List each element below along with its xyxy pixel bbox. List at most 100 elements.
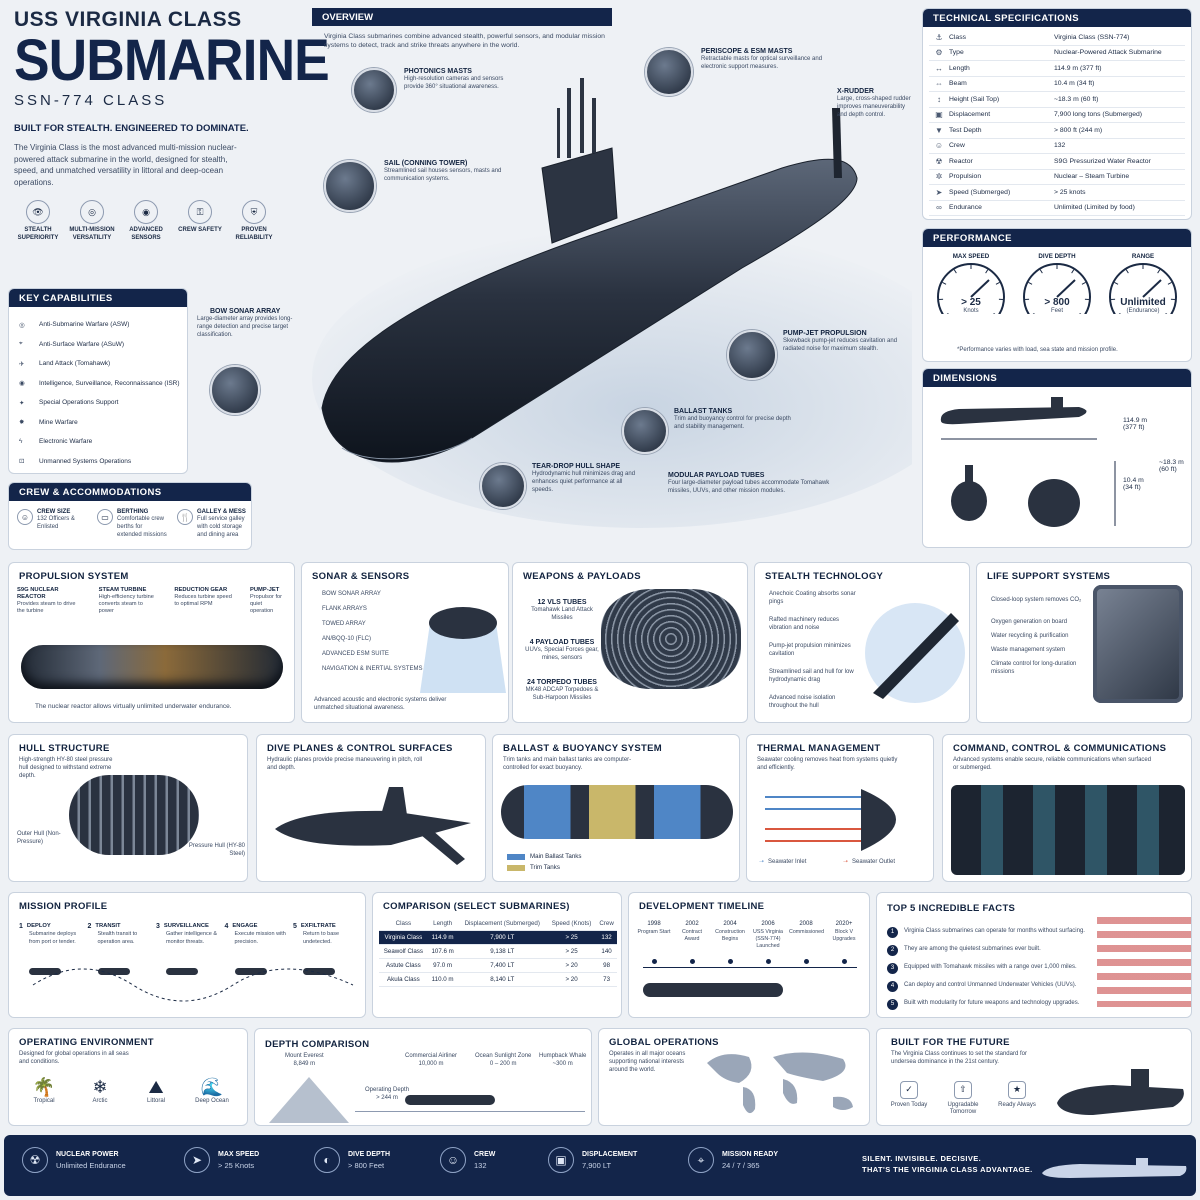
spec-value: S9G Pressurized Water Reactor: [1054, 157, 1151, 165]
tagline: BUILT FOR STEALTH. ENGINEERED TO DOMINAT…: [14, 123, 249, 134]
trim-tank-swatch: [507, 864, 525, 871]
seawater-outlet: ➝Seawater Outlet: [843, 859, 896, 865]
outer-hull-label: Outer Hull (Non-Pressure): [17, 831, 61, 845]
lock-icon: ⚿: [188, 200, 212, 225]
dimensions-panel: DIMENSIONS 114.9 m(377 ft) 10.4 m(34 ft)…: [922, 368, 1192, 548]
ballast-cutaway: [501, 785, 733, 839]
pump-jet-image: [727, 330, 777, 380]
fact-number: 3: [887, 962, 898, 974]
dim-beam: 10.4 m(34 ft): [1123, 477, 1144, 491]
spec-icon: ⚙: [935, 48, 943, 58]
mission-sub: [166, 967, 198, 975]
spec-key: Reactor: [949, 157, 973, 165]
thermal-illustration: [765, 789, 896, 851]
feature-item: ⚿CREW SAFETY: [176, 200, 224, 243]
displacement-icon: ▣: [548, 1147, 574, 1173]
spec-icon: ▼: [935, 125, 943, 135]
tech-specs-title: TECHNICAL SPECIFICATIONS: [923, 9, 1191, 27]
control-room-image: [951, 785, 1185, 875]
timeline-sub: [643, 983, 783, 997]
spec-key: Speed (Submerged): [949, 188, 1011, 196]
spec-key: Displacement: [949, 111, 991, 119]
capability-item: ✸Mine Warfare: [19, 418, 78, 427]
life-support-panel: LIFE SUPPORT SYSTEMS Closed-loop system …: [976, 562, 1192, 723]
hull-cutaway: [69, 775, 199, 855]
hull-text: High-strength HY-80 steel pressure hull …: [19, 757, 113, 779]
global-title: GLOBAL OPERATIONS: [609, 1037, 719, 1048]
feature-item: ◎MULTI-MISSION VERSATILITY: [68, 200, 116, 243]
timeline-title: DEVELOPMENT TIMELINE: [639, 901, 765, 912]
capability-item: ⊡Unmanned Systems Operations: [19, 457, 132, 466]
spec-key: Class: [949, 33, 966, 41]
electronic-warfare-icon: ϟ: [19, 438, 23, 446]
spec-icon: ↔: [935, 63, 943, 73]
virginia-depth: Operating Depth> 244 m: [365, 1087, 410, 1101]
galley-icon: 🍴: [177, 509, 193, 525]
sail-image: [324, 160, 376, 212]
sonar-icon: ◉: [134, 200, 158, 225]
ballast-image: [622, 408, 668, 454]
timeline-axis: [643, 967, 857, 968]
hull-title: HULL STRUCTURE: [19, 743, 110, 754]
spec-icon: ∞: [936, 203, 942, 213]
mission-sub: [234, 967, 267, 975]
fact-number: 1: [887, 926, 898, 938]
timeline-event: 2020+Block V Upgrades: [827, 921, 861, 964]
key-capabilities-title: KEY CAPABILITIES: [9, 289, 187, 307]
palm-icon: 🌴: [32, 1077, 56, 1097]
spec-value: Virginia Class (SSN-774): [1054, 33, 1130, 41]
spec-value: 132: [1054, 142, 1066, 150]
depth-icon: ◐: [314, 1147, 340, 1173]
spec-key: Test Depth: [949, 126, 982, 134]
capability-item: ◎Anti-Submarine Warfare (ASW): [19, 321, 130, 329]
facts-title: TOP 5 INCREDIBLE FACTS: [887, 903, 1016, 914]
seawater-inlet: ➝Seawater Inlet: [759, 859, 807, 865]
mountain-graphic: [269, 1077, 349, 1123]
spec-icon: ✲: [935, 172, 943, 182]
performance-note: *Performance varies with load, sea state…: [957, 347, 1118, 353]
timeline-dot: [651, 958, 657, 964]
bed-icon: ▭: [97, 509, 113, 525]
feature-item: ◉ADVANCED SENSORS: [122, 200, 170, 243]
spec-row: ↕Height (Sail Top)~18.3 m (60 ft): [929, 92, 1185, 108]
future-submarine: [1057, 1069, 1184, 1115]
title-sub: SSN-774 CLASS: [14, 92, 168, 109]
special-ops-icon: ✦: [19, 399, 25, 407]
photonics-mast-image: [352, 68, 396, 112]
spec-icon: ☢: [935, 156, 943, 166]
future-item: ★Ready Always: [997, 1079, 1037, 1117]
thermal-text: Seawater cooling removes heat from syste…: [757, 757, 898, 771]
callout-sail: SAIL (CONNING TOWER)Streamlined sail hou…: [324, 160, 504, 212]
overview-section: OVERVIEW Virginia Class submarines combi…: [197, 8, 912, 553]
unmanned-icon: ⊡: [19, 458, 25, 466]
env-item: 🌴Tropical: [19, 1077, 69, 1106]
ballast-title: BALLAST & BUOYANCY SYSTEM: [503, 743, 662, 754]
